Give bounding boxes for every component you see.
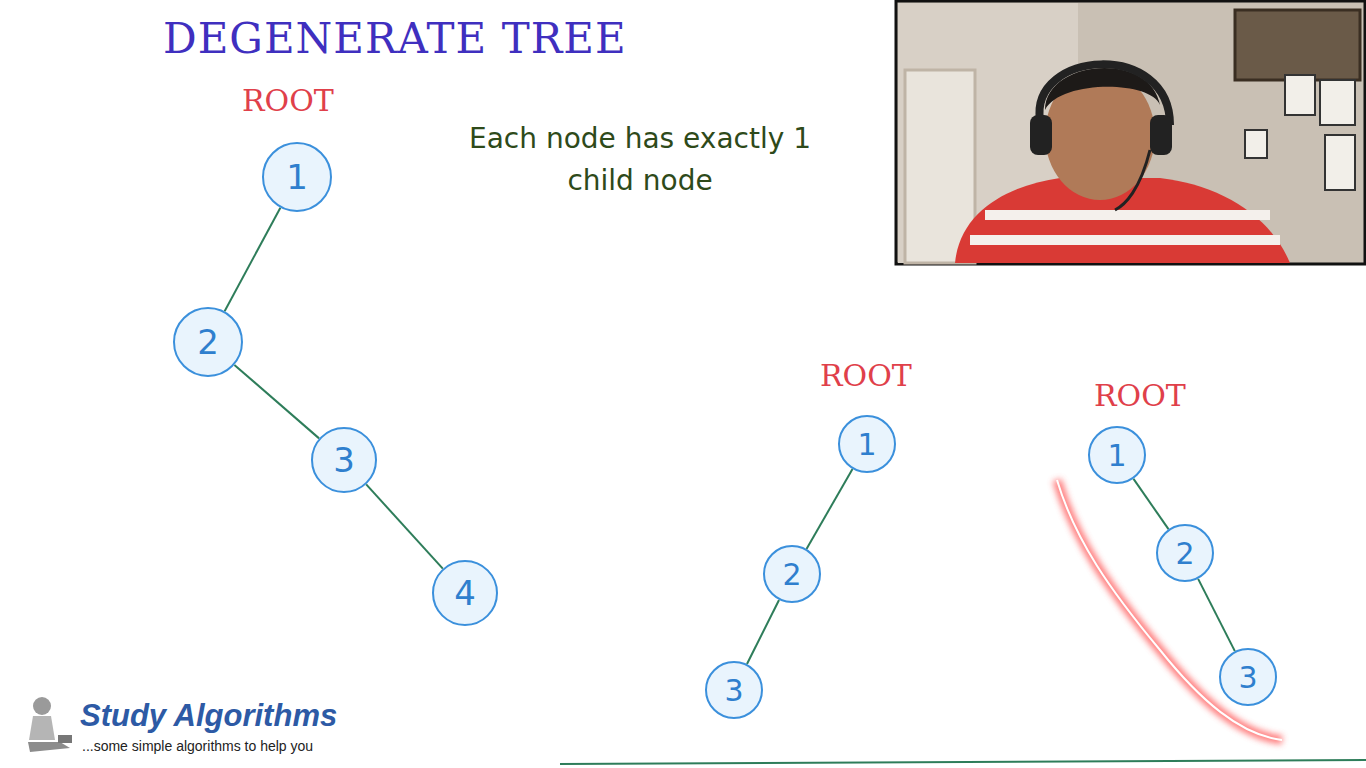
tree-edge	[1198, 579, 1235, 651]
diagram-title: DEGENERATE TREE	[163, 14, 627, 63]
logo-name: Study Algorithms	[80, 698, 337, 734]
tree-node: 1	[1088, 426, 1146, 484]
tree-edge	[806, 469, 852, 549]
tree-node: 4	[432, 560, 498, 626]
root-label: ROOT	[1094, 378, 1186, 413]
webcam-panel	[896, 1, 1365, 264]
highlight-glow	[1057, 480, 1282, 740]
node-number: 1	[857, 427, 876, 462]
highlight-stroke	[1057, 480, 1282, 740]
tree-node: 2	[763, 545, 821, 603]
logo-figure	[28, 697, 72, 752]
node-number: 2	[1175, 536, 1194, 571]
note-text: Each node has exactly 1 child node	[450, 118, 830, 202]
base-line	[560, 760, 1366, 764]
node-number: 3	[333, 440, 355, 480]
tree-node: 3	[1219, 648, 1277, 706]
tree-node: 2	[1156, 524, 1214, 582]
root-label: ROOT	[820, 358, 912, 393]
node-number: 1	[1107, 438, 1126, 473]
root-label: ROOT	[242, 83, 334, 118]
tree-edge	[747, 600, 779, 664]
tree-edge	[225, 208, 281, 311]
tree-edge	[234, 365, 319, 438]
tree-node: 2	[173, 307, 243, 377]
tree-node: 3	[705, 661, 763, 719]
node-number: 3	[1238, 660, 1257, 695]
node-number: 4	[454, 573, 476, 613]
tree-node: 1	[838, 415, 896, 473]
tree-edge	[1134, 479, 1169, 529]
node-number: 2	[782, 557, 801, 592]
tree-node: 3	[311, 427, 377, 493]
tree-edge	[366, 484, 443, 568]
node-number: 1	[286, 157, 308, 197]
node-number: 2	[197, 322, 219, 362]
tree-node: 1	[262, 142, 332, 212]
node-number: 3	[724, 673, 743, 708]
logo-tagline: ...some simple algorithms to help you	[82, 738, 313, 754]
